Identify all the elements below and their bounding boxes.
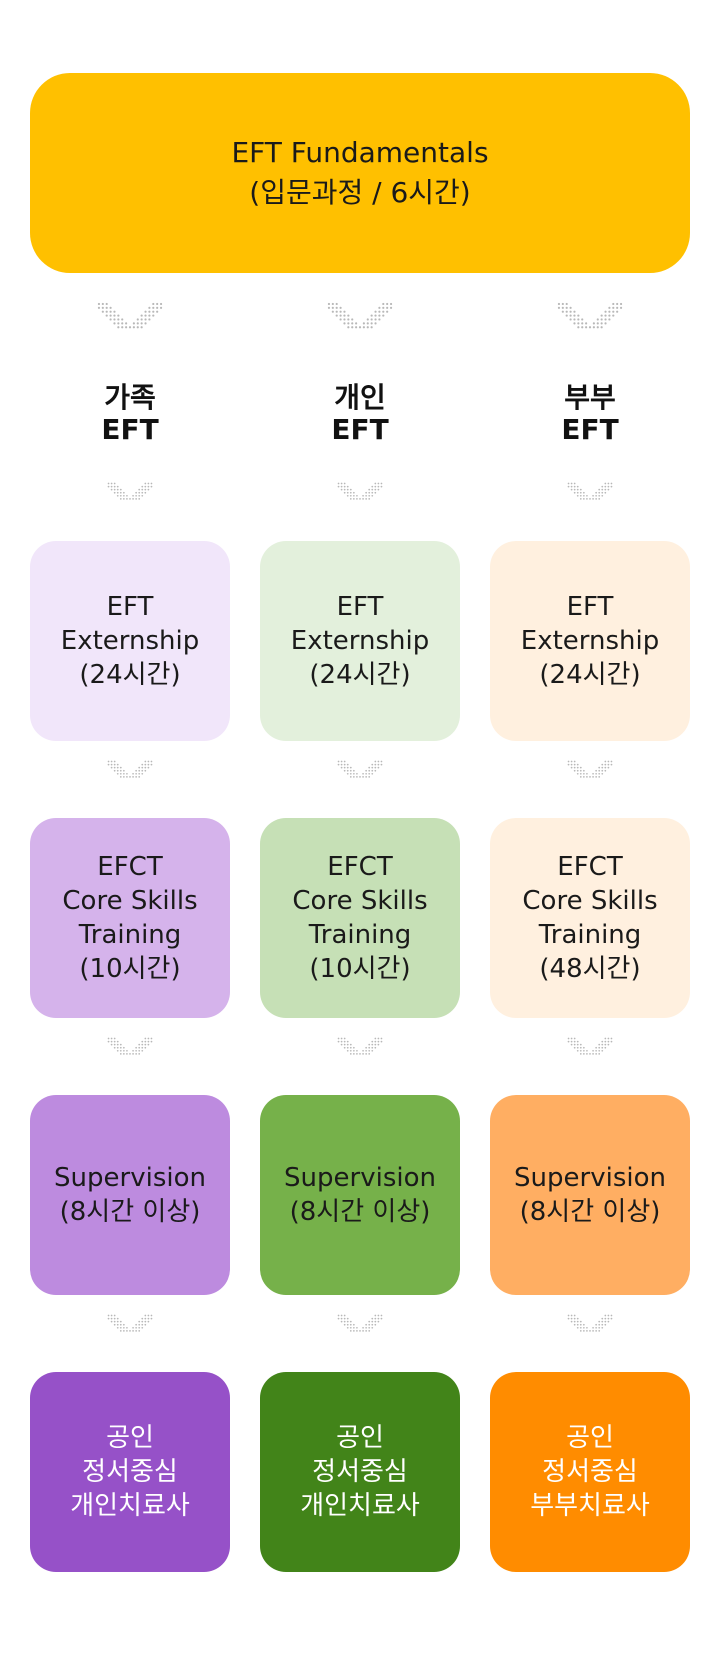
stage-label-line: 정서중심 [312,1457,408,1487]
stage-label-line: 정서중심 [542,1457,638,1487]
track-heading-line: 개인 [334,381,386,414]
track-heading-line: EFT [561,413,619,446]
stage-box: EFT Externship (24시간) [490,541,690,741]
down-chevron-icon [30,482,230,532]
stage-label-line: 공인 [336,1423,384,1453]
eft-fundamentals-title: EFT Fundamentals [231,136,489,169]
stage-label-line: 개인치료사 [70,1491,190,1521]
track-heading-line: 부부 [564,381,616,414]
stage-label-line: 부부치료사 [530,1491,650,1521]
down-chevron-icon [30,1037,230,1087]
stage-label-line: Core Skills [522,886,658,916]
stage-label-line: (8시간 이상) [519,1197,661,1227]
stage-label-line: Training [308,920,412,950]
stage-label-line: Supervision [514,1163,666,1193]
stage-label-line: 정서중심 [82,1457,178,1487]
stage-label-line: (10시간) [79,954,181,984]
stage-label-line: EFT [106,592,154,622]
stage-box: EFT Externship (24시간) [260,541,460,741]
stage-label-line: (24시간) [539,660,641,690]
stage-label-line: Supervision [284,1163,436,1193]
down-chevron-icon [260,482,460,532]
track-heading-line: 가족 [104,381,156,414]
stage-label-line: (48시간) [539,954,641,984]
track-heading-line: EFT [101,413,159,446]
stage-label-line: EFCT [557,852,623,882]
stage-label-line: EFT [566,592,614,622]
stage-label-line: (8시간 이상) [289,1197,431,1227]
down-chevron-icon [30,760,230,810]
stage-label-line: 공인 [566,1423,614,1453]
down-chevron-icon [260,1037,460,1087]
down-chevron-icon [260,1314,460,1364]
stage-label-line: (24시간) [309,660,411,690]
down-chevron-icon [490,1037,690,1087]
stage-label-line: (24시간) [79,660,181,690]
down-chevron-icon [260,760,460,810]
stage-box: Supervision (8시간 이상) [490,1095,690,1295]
stage-label-line: Supervision [54,1163,206,1193]
stage-label-line: Core Skills [62,886,198,916]
stage-label-line: 공인 [106,1423,154,1453]
track-heading-line: EFT [331,413,389,446]
stage-label-line: 개인치료사 [300,1491,420,1521]
stage-box: Supervision (8시간 이상) [30,1095,230,1295]
down-chevron-icon [490,760,690,810]
stage-label-line: Externship [520,626,660,656]
down-chevron-icon [260,302,460,352]
down-chevron-icon [490,482,690,532]
stage-box: EFT Externship (24시간) [30,541,230,741]
stage-label-line: EFT [336,592,384,622]
stage-label-line: Training [78,920,182,950]
stage-label-line: (8시간 이상) [59,1197,201,1227]
stage-label-line: Training [538,920,642,950]
stage-label-line: Externship [60,626,200,656]
eft-fundamentals-box: EFT Fundamentals (입문과정 / 6시간) [30,73,690,273]
down-chevron-icon [30,302,230,352]
stage-label-line: EFCT [97,852,163,882]
stage-box: Supervision (8시간 이상) [260,1095,460,1295]
down-chevron-icon [490,1314,690,1364]
stage-label-line: EFCT [327,852,393,882]
stage-label-line: (10시간) [309,954,411,984]
stage-label-line: Core Skills [292,886,428,916]
stage-label-line: Externship [290,626,430,656]
down-chevron-icon [490,302,690,352]
down-chevron-icon [30,1314,230,1364]
eft-fundamentals-subtitle: (입문과정 / 6시간) [249,176,471,209]
